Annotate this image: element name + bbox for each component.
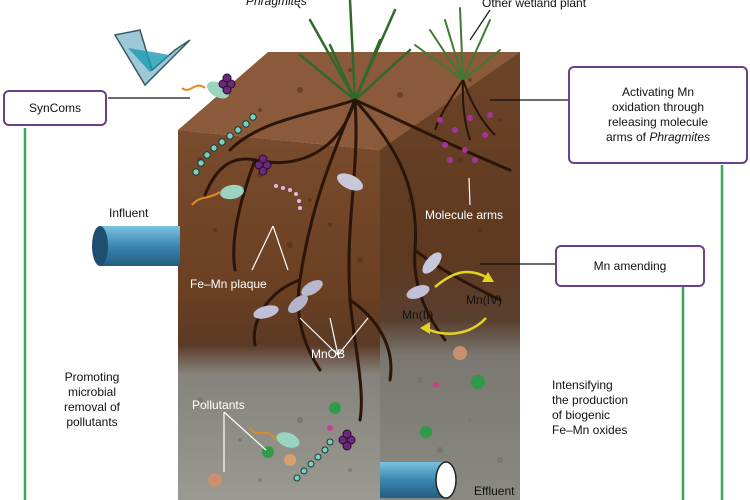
promoting-line-1: Promoting — [64, 370, 120, 384]
bacterium-icon — [336, 173, 364, 191]
bacterium-icon — [276, 432, 300, 448]
activating-line-4-prefix: arms of — [605, 130, 650, 144]
syncoms-label: SynComs — [28, 100, 81, 115]
mnob-label: MnOB — [311, 347, 346, 361]
sediment-texture — [197, 377, 503, 482]
bacterium-icon — [422, 252, 442, 274]
phragmites-roots-icon — [203, 98, 512, 422]
phragmites-plant-icon — [298, 0, 412, 102]
effluent-label: Effluent — [474, 484, 515, 498]
intensifying-line-3: of biogenic — [552, 408, 611, 422]
pollutant-particles-icon — [208, 346, 485, 487]
bacterium-icon — [288, 295, 308, 313]
intensifying-line-2: the production — [552, 393, 629, 407]
activating-line-2: oxidation through — [611, 100, 705, 114]
bacterium-icon — [253, 305, 279, 319]
wetland-plant-icon — [414, 7, 501, 81]
pollutants-label: Pollutants — [192, 398, 245, 412]
purple-chain-icon — [274, 184, 302, 210]
promoting-line-3: removal of — [63, 400, 121, 414]
intensifying-text: Intensifying the production of biogenic … — [552, 378, 628, 438]
influent-label: Influent — [109, 206, 149, 220]
guide-lines — [23, 128, 724, 500]
activating-line-1: Activating Mn — [621, 85, 695, 99]
mn-cycle-arrows — [424, 270, 489, 335]
chain-bacteria-icon — [192, 113, 334, 482]
callout-lines — [108, 4, 568, 265]
pointer-lines — [223, 177, 471, 472]
mn-amending-label: Mn amending — [593, 258, 667, 273]
mn-amending-box: Mn amending — [555, 245, 705, 287]
promoting-line-2: microbial — [67, 385, 116, 399]
activating-line-4-italic: Phragmites — [649, 130, 711, 144]
mn-ii-label: Mn(II) — [402, 308, 434, 322]
arrow-head-icon — [420, 322, 430, 334]
bacteria-icons — [181, 81, 442, 448]
wetland-roots-icon — [434, 79, 496, 141]
activating-line-3: releasing molecule — [607, 115, 709, 129]
molecule-arms-label: Molecule arms — [425, 208, 504, 222]
fe-mn-plaque-label: Fe–Mn plaque — [190, 277, 267, 291]
activating-mn-box: Activating Mn oxidation through releasin… — [568, 66, 748, 164]
molecule-arms-icon — [437, 112, 493, 163]
other-wetland-plant-label: Other wetland plant — [482, 0, 587, 10]
promoting-line-4: pollutants — [66, 415, 118, 429]
mn-iv-label: Mn(IV) — [466, 293, 502, 307]
intensifying-line-1: Intensifying — [552, 378, 613, 392]
syncoms-box: SynComs — [3, 90, 107, 126]
influent-pipe — [92, 226, 180, 266]
activating-line-4: arms of Phragmites — [606, 130, 710, 145]
particle-cluster-icon — [218, 73, 356, 451]
phragmites-label: Phragmites — [246, 0, 307, 8]
bacterium-icon — [301, 280, 323, 296]
arrow-head-icon — [482, 272, 494, 282]
intensifying-line-4: Fe–Mn oxides — [552, 423, 628, 437]
effluent-pipe — [380, 461, 457, 499]
bacterium-icon — [220, 184, 244, 200]
bacterium-icon — [406, 285, 430, 299]
flask-icon — [113, 29, 191, 87]
promoting-text: Promoting microbial removal of pollutant… — [44, 370, 140, 430]
